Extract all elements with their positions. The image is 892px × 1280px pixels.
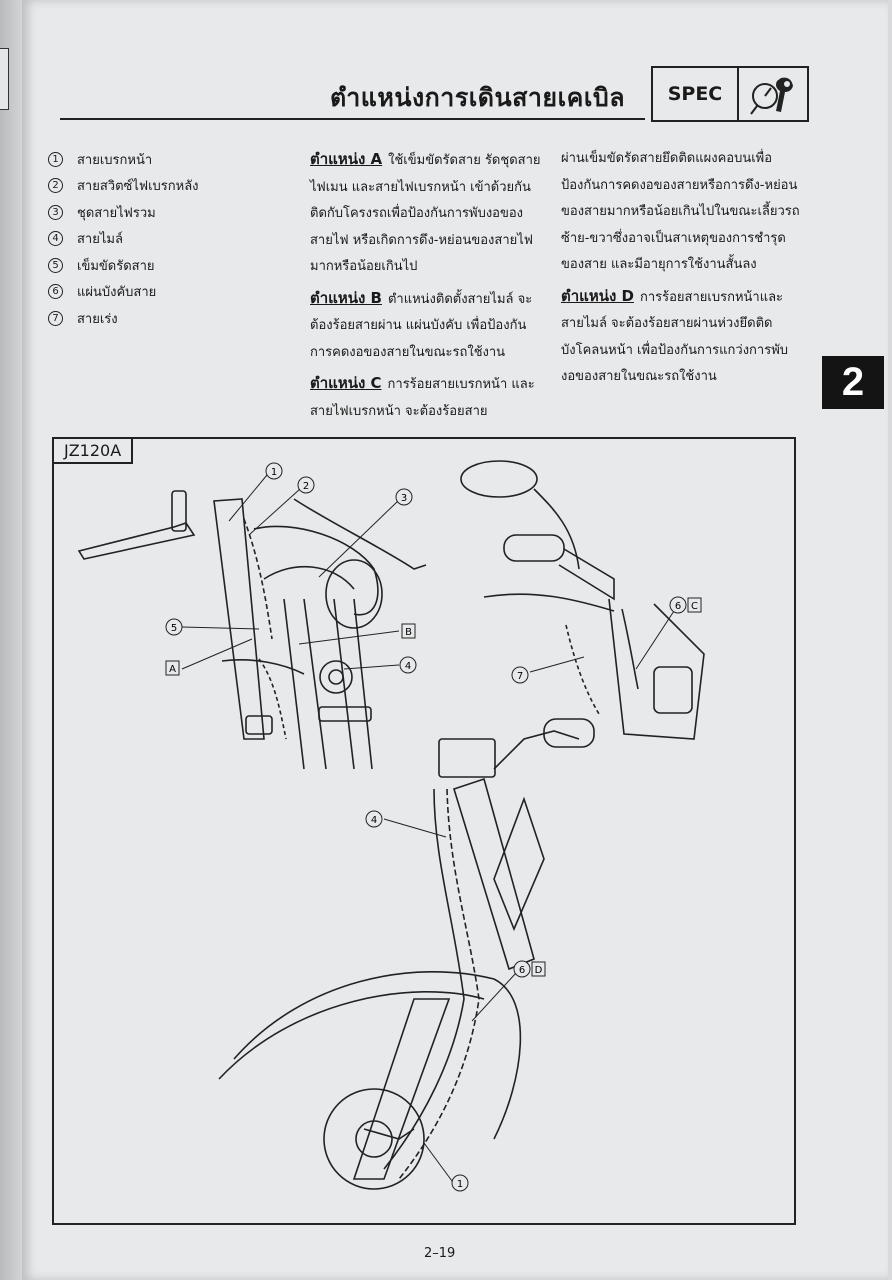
legend-number: 6	[48, 284, 63, 300]
legend-number: 2	[48, 178, 63, 194]
svg-text:6: 6	[519, 965, 525, 976]
spec-box: SPEC	[651, 66, 809, 122]
svg-text:C: C	[691, 601, 698, 612]
handlebar-switch-drawing	[460, 460, 705, 740]
legend-number: 5	[48, 257, 63, 273]
callout-4-top: 4	[399, 656, 417, 674]
legend-text: สายเบรกหน้า	[77, 152, 153, 168]
handlebar-fork-drawing	[77, 490, 427, 770]
legend-number: 1	[48, 151, 63, 167]
callout-6d: 6 D	[513, 960, 546, 978]
box-label-a: A	[165, 660, 180, 676]
front-end-drawing	[218, 718, 595, 1190]
title-underline	[60, 118, 645, 120]
svg-text:B: B	[405, 627, 412, 638]
legend-number: 3	[48, 204, 63, 220]
legend-text: ชุดสายไฟรวม	[77, 205, 156, 221]
gauge-wrench-icon	[739, 68, 807, 120]
svg-text:D: D	[535, 965, 543, 976]
legend-item: 3 ชุดสายไฟรวม	[48, 199, 199, 226]
legend-text: แผ่นบังคับสาย	[77, 285, 157, 301]
legend-number: 7	[48, 310, 63, 326]
legend-item: 2 สายสวิตซ์ไฟเบรกหลัง	[48, 173, 199, 200]
box-label-b: B	[401, 623, 416, 639]
legend-item: 6 แผ่นบังคับสาย	[48, 279, 199, 306]
spec-label: SPEC	[653, 68, 739, 120]
callout-6c: 6 C	[669, 596, 702, 614]
model-label: JZ120A	[54, 439, 134, 464]
svg-text:5: 5	[171, 623, 177, 634]
svg-text:A: A	[169, 664, 176, 675]
position-d-text: การร้อยสายเบรกหน้าและสายไมล์ จะต้องร้อยส…	[561, 289, 789, 385]
figure-drawing: 1 2 3 5 4 7 4 1 A B 6 C 6 D	[77, 460, 705, 1192]
chapter-tab: 2	[822, 356, 884, 409]
book-spine	[0, 0, 22, 1280]
callout-7: 7	[511, 666, 529, 684]
legend-item: 1 สายเบรกหน้า	[48, 146, 199, 173]
position-a-text: ใช้เข็มขัดรัดสาย รัดชุดสายไฟเมน และสายไฟ…	[310, 153, 541, 274]
page-number: 2–19	[424, 1246, 456, 1261]
position-c-text: การร้อยสายเบรกหน้า และสายไฟเบรกหน้า จะต้…	[310, 377, 535, 419]
legend-text: สายไมล์	[77, 232, 123, 248]
legend-item: 4 สายไมล์	[48, 226, 199, 253]
cable-routing-figure: JZ120A	[52, 437, 796, 1225]
text-column-right: ผ่านเข็มขัดรัดสายยึดติดแผงคอบนเพื่อป้องก…	[561, 146, 801, 395]
parts-legend: 1 สายเบรกหน้า 2 สายสวิตซ์ไฟเบรกหลัง 3 ชุดสา…	[48, 146, 199, 332]
svg-text:2: 2	[303, 481, 309, 492]
svg-text:4: 4	[371, 815, 377, 826]
svg-text:7: 7	[517, 671, 523, 682]
svg-text:6: 6	[675, 601, 681, 612]
legend-text: สายสวิตซ์ไฟเบรกหลัง	[77, 179, 199, 195]
spine-tab	[0, 48, 9, 110]
callout-1-top: 1	[265, 462, 283, 480]
manual-page	[22, 0, 888, 1280]
legend-number: 4	[48, 231, 63, 247]
position-b-heading: ตำแหน่ง B	[310, 288, 382, 307]
position-c-continued: ผ่านเข็มขัดรัดสายยึดติดแผงคอบนเพื่อป้องก…	[561, 151, 800, 272]
position-c-heading: ตำแหน่ง C	[310, 374, 382, 392]
callout-2: 2	[297, 476, 315, 494]
legend-text: เข็มขัดรัดสาย	[77, 258, 155, 274]
position-a-heading: ตำแหน่ง A	[310, 150, 383, 168]
callout-3: 3	[395, 488, 413, 506]
svg-text:1: 1	[457, 1179, 463, 1190]
page-title: ตำแหน่งการเดินสายเคเบิล	[330, 83, 626, 112]
position-d-heading: ตำแหน่ง D	[561, 286, 634, 305]
legend-item: 5 เข็มขัดรัดสาย	[48, 252, 199, 279]
legend-item: 7 สายเร่ง	[48, 305, 199, 332]
svg-text:4: 4	[405, 661, 411, 672]
svg-text:3: 3	[401, 493, 407, 504]
callout-1-bottom: 1	[451, 1174, 469, 1192]
svg-text:1: 1	[271, 467, 277, 478]
position-b-text: ตำแหน่งติดตั้งสายไมล์ จะต้องร้อยสายผ่าน …	[310, 291, 533, 360]
legend-text: สายเร่ง	[77, 311, 118, 327]
callout-5: 5	[165, 618, 183, 636]
callout-4-bottom: 4	[365, 810, 383, 828]
